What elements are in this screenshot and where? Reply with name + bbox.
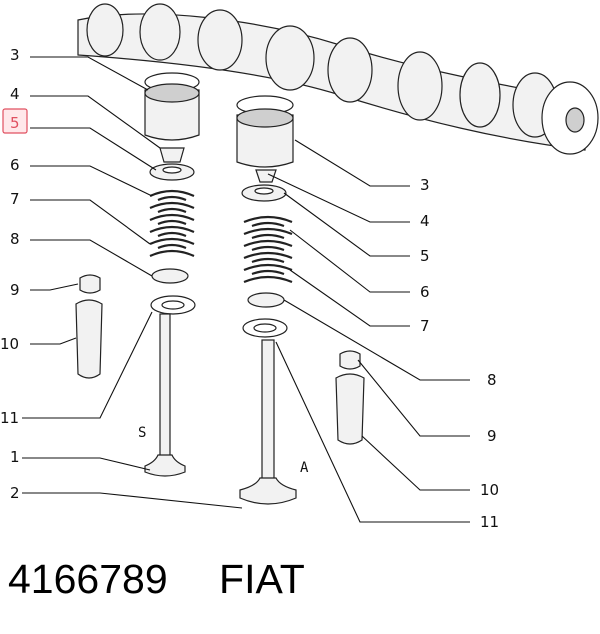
right-valve-cotters bbox=[255, 169, 277, 183]
left-valve-stem-seal bbox=[79, 274, 101, 294]
left-valve-assembly bbox=[75, 72, 200, 477]
right-valve-guide bbox=[335, 373, 365, 445]
callout-right-8: 8 bbox=[487, 371, 497, 389]
callout-right-10: 10 bbox=[480, 481, 499, 499]
callout-left-1: 1 bbox=[10, 448, 20, 466]
left-callouts: 3 4 5 6 7 8 9 10 11 1 2 bbox=[0, 46, 20, 502]
callout-left-8: 8 bbox=[10, 230, 20, 248]
exploded-valve-diagram: 3 4 5 6 7 8 9 10 11 1 2 3 4 5 6 7 8 9 10… bbox=[0, 3, 599, 531]
callout-left-11: 11 bbox=[0, 409, 19, 427]
part-number: 4166789 bbox=[8, 556, 168, 602]
left-tappet bbox=[144, 72, 200, 141]
highlight-box bbox=[2, 108, 28, 134]
right-callouts: 3 4 5 6 7 8 9 10 11 bbox=[420, 176, 499, 531]
valve-letter-a: A bbox=[300, 460, 309, 476]
callout-left-3: 3 bbox=[10, 46, 20, 64]
left-spring-seat bbox=[151, 268, 189, 284]
left-springs bbox=[149, 189, 195, 258]
right-seat-washer bbox=[242, 318, 288, 338]
right-spring-seat bbox=[247, 292, 285, 308]
left-valve-cotters bbox=[159, 147, 185, 163]
callout-left-7: 7 bbox=[10, 190, 20, 208]
callout-left-2: 2 bbox=[10, 484, 20, 502]
callout-left-5-highlighted: 5 bbox=[10, 114, 20, 132]
left-spring-retainer bbox=[149, 163, 195, 181]
left-valve bbox=[144, 313, 186, 477]
callout-right-11: 11 bbox=[480, 513, 499, 531]
left-seat-washer bbox=[150, 295, 196, 315]
callout-right-5: 5 bbox=[420, 247, 430, 265]
right-valve-stem-seal bbox=[339, 350, 361, 370]
left-leader-lines bbox=[22, 56, 243, 509]
right-leader-lines bbox=[267, 139, 470, 523]
camshaft bbox=[77, 3, 599, 155]
right-spring-retainer bbox=[241, 184, 287, 202]
callout-right-6: 6 bbox=[420, 283, 430, 301]
callout-left-9: 9 bbox=[10, 281, 20, 299]
callout-right-3: 3 bbox=[420, 176, 430, 194]
callout-left-4: 4 bbox=[10, 85, 20, 103]
callout-right-7: 7 bbox=[420, 317, 430, 335]
right-valve bbox=[239, 339, 297, 505]
callout-left-6: 6 bbox=[10, 156, 20, 174]
right-tappet bbox=[236, 95, 294, 168]
callout-right-9: 9 bbox=[487, 427, 497, 445]
callout-right-4: 4 bbox=[420, 212, 430, 230]
left-valve-guide bbox=[75, 299, 103, 379]
brand-name: FIAT bbox=[219, 556, 305, 602]
footer-caption: 4166789 FIAT bbox=[8, 556, 592, 616]
callout-left-10: 10 bbox=[0, 335, 19, 353]
right-valve-assembly bbox=[236, 95, 365, 505]
valve-letter-s: S bbox=[138, 425, 146, 441]
right-springs bbox=[243, 215, 293, 284]
